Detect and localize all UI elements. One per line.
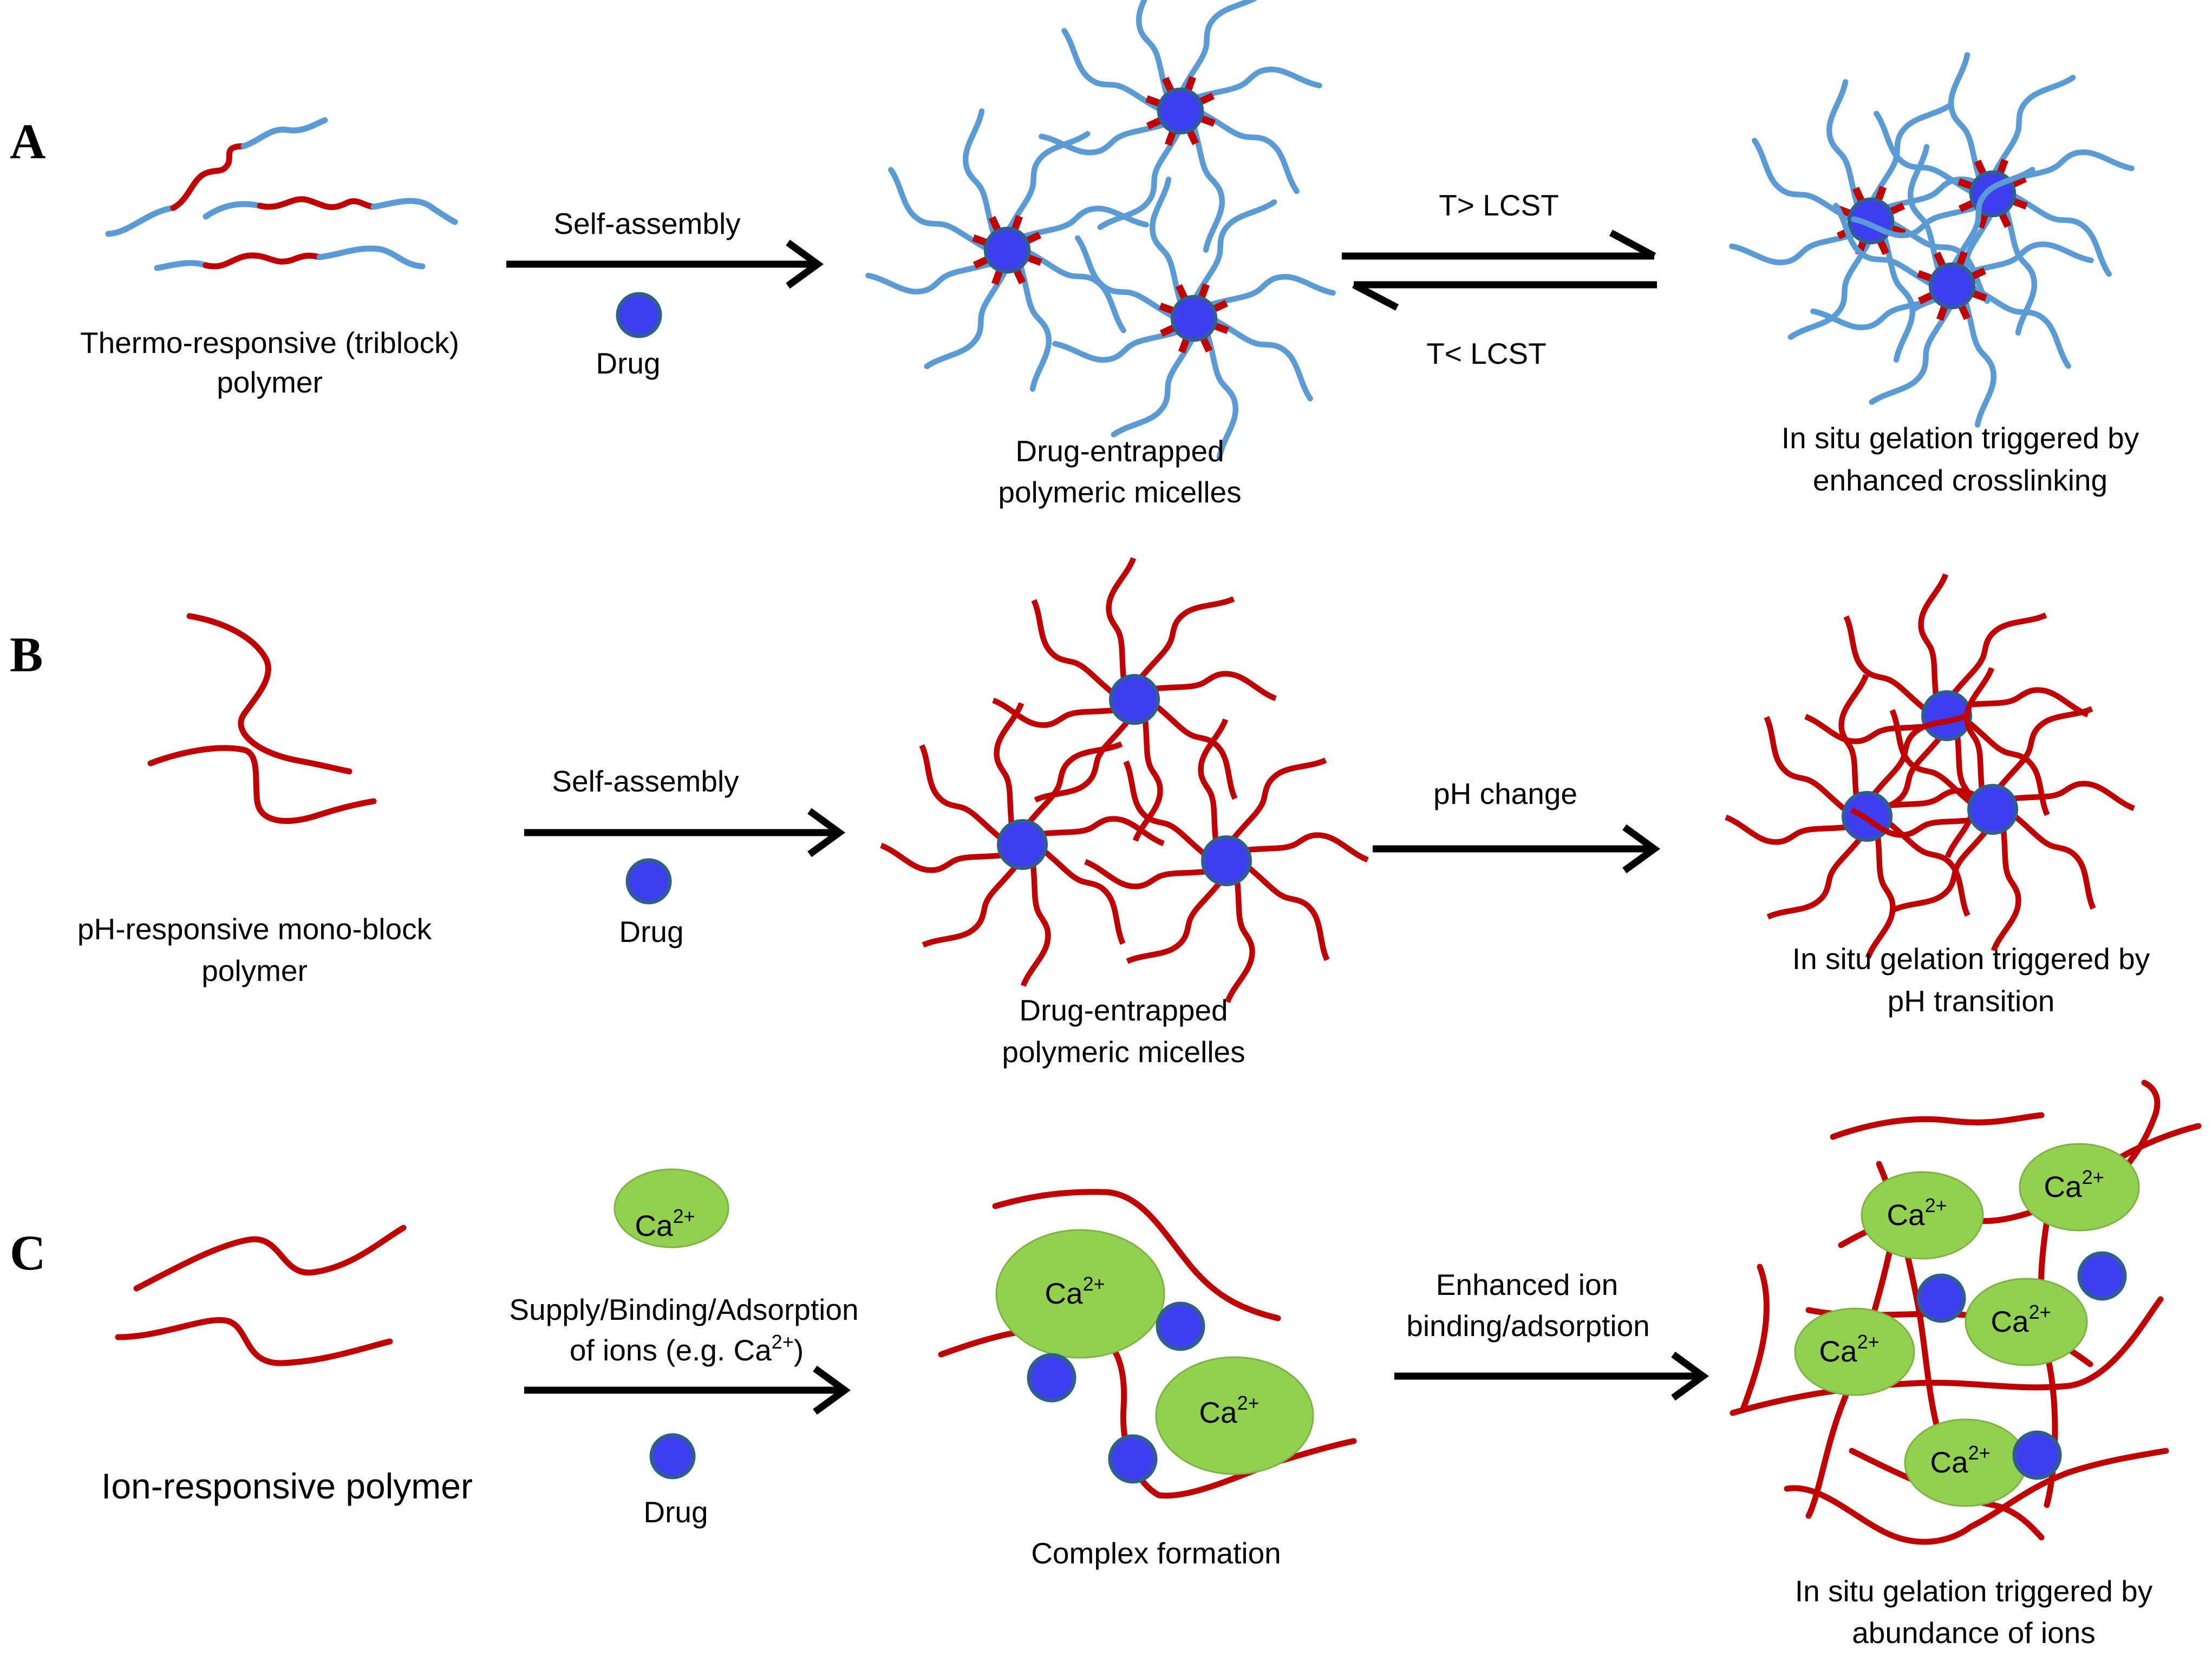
svg-text:Ca2+: Ca2+ bbox=[1045, 1273, 1105, 1310]
ion-polymer-label: Ion-responsive polymer bbox=[101, 1466, 473, 1506]
complex-ion-2-charge: 2+ bbox=[1237, 1392, 1260, 1414]
ion-supply-label-close: ) bbox=[794, 1333, 804, 1367]
thermo-micelles bbox=[868, 0, 1333, 457]
ion-supply-arrow bbox=[524, 1365, 851, 1415]
enhanced-binding-label-line2: binding/adsorption bbox=[1406, 1309, 1650, 1343]
drug-label-b: Drug bbox=[619, 915, 683, 948]
calcium-ion-text: Ca bbox=[635, 1209, 673, 1242]
gel-label-b-line1: In situ gelation triggered by bbox=[1792, 942, 2150, 976]
gel-ion-2-text: Ca bbox=[2044, 1170, 2082, 1203]
micelles-label-b-line1: Drug-entrapped bbox=[1019, 993, 1228, 1027]
panel-b: B pH-responsive mono-block polymer Self-… bbox=[10, 558, 2150, 1069]
gel-ion-3-text: Ca bbox=[1991, 1305, 2029, 1338]
ion-supply-label-line1: Supply/Binding/Adsorption bbox=[509, 1293, 858, 1326]
self-assembly-arrow-b bbox=[524, 808, 846, 858]
gel-ion-5-text: Ca bbox=[1930, 1445, 1968, 1479]
panel-a: A Thermo-responsive (triblock) polymer S… bbox=[10, 0, 2139, 509]
thermo-polymer-label-line1: Thermo-responsive (triblock) bbox=[80, 326, 459, 359]
svg-text:Ca2+: Ca2+ bbox=[2044, 1166, 2104, 1203]
self-assembly-label-a: Self-assembly bbox=[553, 207, 741, 240]
self-assembly-arrow-a bbox=[506, 239, 824, 289]
gel-ion-5-charge: 2+ bbox=[1968, 1442, 1991, 1464]
ion-polymer-chains bbox=[115, 1225, 407, 1366]
gel-label-a-line2: enhanced crosslinking bbox=[1813, 463, 2107, 497]
gel-label-a-line1: In situ gelation triggered by bbox=[1782, 421, 2139, 455]
svg-text:Ca2+: Ca2+ bbox=[1930, 1442, 1990, 1479]
thermo-polymer-label-line2: polymer bbox=[217, 365, 323, 399]
complex-ion-2-text: Ca bbox=[1199, 1396, 1237, 1429]
svg-text:Ca2+: Ca2+ bbox=[1991, 1301, 2051, 1338]
equilibrium-arrows bbox=[1342, 230, 1657, 311]
svg-text:Ca2+: Ca2+ bbox=[1887, 1194, 1947, 1232]
panel-letter-c: C bbox=[10, 1225, 45, 1280]
ph-polymer-chains bbox=[147, 613, 377, 824]
svg-text:Ca2+: Ca2+ bbox=[635, 1205, 695, 1242]
gel-ion-1-charge: 2+ bbox=[1925, 1194, 1947, 1216]
complex-ion-1-charge: 2+ bbox=[1083, 1273, 1105, 1295]
self-assembly-label-b: Self-assembly bbox=[552, 764, 739, 798]
drug-icon-a bbox=[616, 292, 662, 338]
gel-ion-1-text: Ca bbox=[1887, 1198, 1925, 1232]
panel-letter-a: A bbox=[10, 114, 45, 169]
ph-polymer-label-line2: polymer bbox=[201, 954, 308, 987]
gel-label-b-line2: pH transition bbox=[1888, 984, 2055, 1018]
calcium-ion-charge: 2+ bbox=[673, 1205, 695, 1227]
micelles-label-b-line2: polymeric micelles bbox=[1002, 1035, 1245, 1069]
gel-ion-3-charge: 2+ bbox=[2029, 1301, 2051, 1323]
drug-label-c: Drug bbox=[643, 1495, 708, 1529]
reverse-condition-label: T< LCST bbox=[1426, 337, 1547, 370]
complex-ion-1-text: Ca bbox=[1045, 1277, 1083, 1310]
ion-supply-label-line2: of ions (e.g. Ca bbox=[570, 1333, 772, 1367]
ph-polymer-label-line1: pH-responsive mono-block bbox=[77, 912, 432, 946]
micelles-label-a-line2: polymeric micelles bbox=[998, 475, 1241, 509]
svg-text:Ca2+: Ca2+ bbox=[1199, 1392, 1259, 1429]
ph-gel-network bbox=[1726, 574, 2134, 958]
drug-label-a: Drug bbox=[596, 346, 660, 380]
panel-letter-b: B bbox=[10, 627, 43, 682]
ph-micelles bbox=[881, 558, 1368, 1002]
enhanced-binding-arrow bbox=[1394, 1351, 1709, 1401]
ion-gel-network: Ca2+ Ca2+ Ca2+ Ca2+ Ca2+ bbox=[1730, 1079, 2202, 1545]
svg-text:of ions (e.g. Ca2+): of ions (e.g. Ca2+) bbox=[570, 1331, 804, 1367]
thermo-gel-network bbox=[1732, 55, 2131, 424]
ph-change-label: pH change bbox=[1433, 777, 1577, 810]
ion-complex: Ca2+ Ca2+ bbox=[938, 1189, 1357, 1499]
forward-condition-label: T> LCST bbox=[1439, 188, 1559, 222]
thermo-polymer-chains bbox=[105, 117, 458, 271]
gel-ion-4-charge: 2+ bbox=[1857, 1331, 1880, 1353]
enhanced-binding-label-line1: Enhanced ion bbox=[1436, 1268, 1618, 1301]
drug-icon-b bbox=[625, 858, 672, 905]
ion-supply-charge: 2+ bbox=[772, 1331, 794, 1353]
ph-change-arrow bbox=[1373, 824, 1661, 874]
calcium-ion-icon: Ca2+ bbox=[614, 1168, 729, 1248]
gel-label-c-line2: abundance of ions bbox=[1852, 1616, 2096, 1650]
micelles-label-a-line1: Drug-entrapped bbox=[1015, 434, 1224, 468]
panel-c: C Ion-responsive polymer Ca2+ Supply/Bin… bbox=[10, 1079, 2202, 1650]
gel-ion-4-text: Ca bbox=[1819, 1334, 1857, 1368]
svg-text:Ca2+: Ca2+ bbox=[1819, 1331, 1879, 1368]
drug-icon-c bbox=[649, 1433, 696, 1480]
gel-ion-2-charge: 2+ bbox=[2082, 1166, 2104, 1188]
gel-label-c-line1: In situ gelation triggered by bbox=[1795, 1574, 2153, 1608]
complex-label: Complex formation bbox=[1031, 1536, 1281, 1570]
